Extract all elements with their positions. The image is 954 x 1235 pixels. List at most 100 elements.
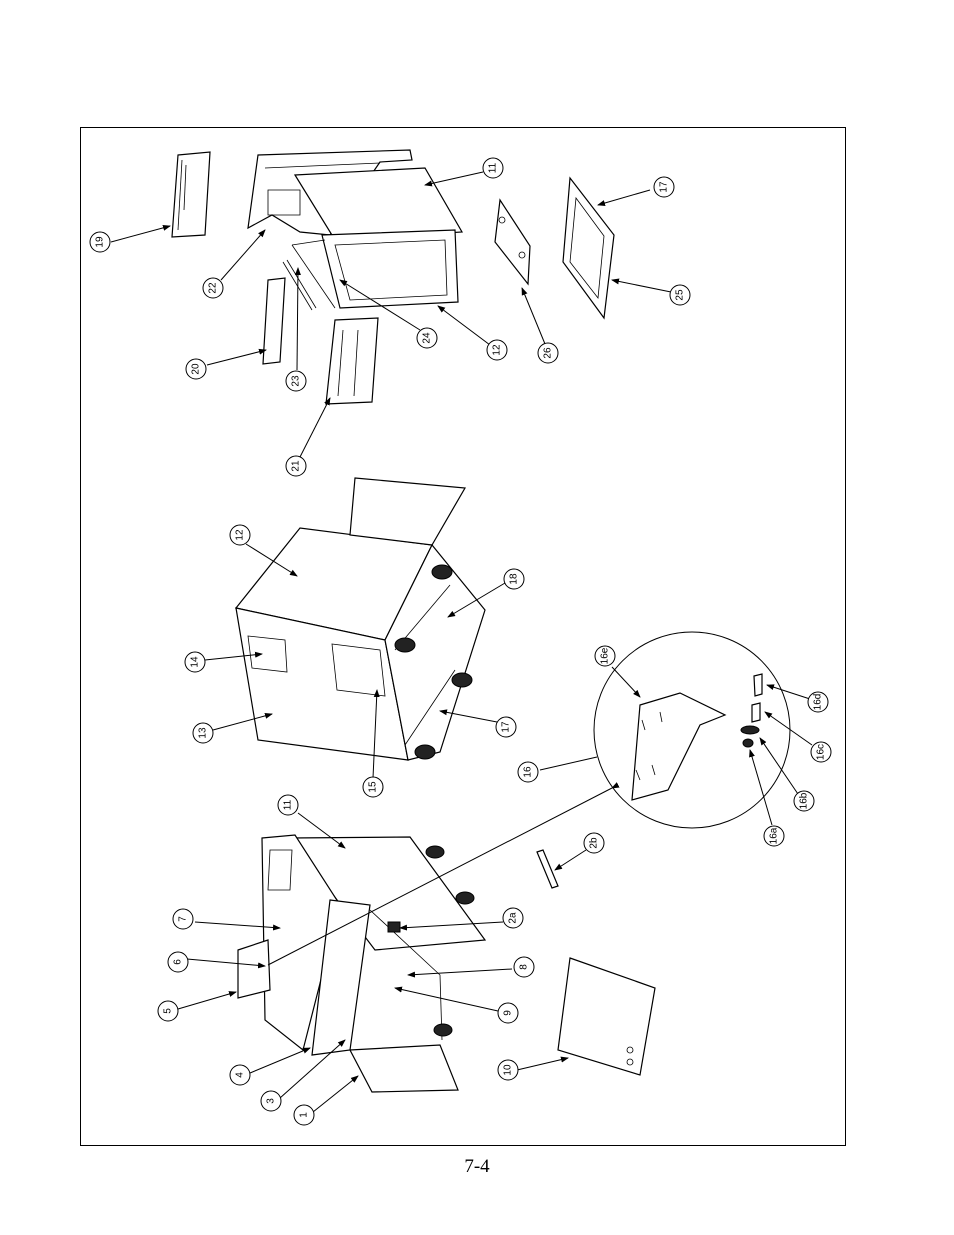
caster-wheel [451,672,473,688]
callout-2b: 2b [583,832,605,854]
page-number: 7-4 [464,1156,490,1177]
part-2b-strip [536,849,559,889]
callout-bubble [517,761,539,783]
caster-wheel [425,845,445,859]
callout-label: 12 [492,344,503,356]
callout-bubble [503,568,525,590]
callout-label: 7 [178,916,189,922]
callout-bubble [260,1090,282,1112]
callout-bubble [482,157,504,179]
callout-bubble [763,825,785,847]
drawing-frame [80,127,846,1146]
callout-label: 16a [769,827,780,844]
callout-bubble [167,951,189,973]
part-26-plate [494,198,531,286]
callout-bubble [285,455,307,477]
part-10-bottom-panel [557,957,656,1076]
callout-16: 16 [517,761,539,783]
callout-label: 22 [208,282,219,294]
callout-label: 16 [523,766,534,778]
callout-17: 17 [653,176,675,198]
callout-bubble [416,327,438,349]
part-21-drawer [325,317,379,405]
callout-label: 18 [509,573,520,585]
detail-view-16 [593,631,791,829]
extension-panel [349,477,466,546]
callout-bubble [285,370,307,392]
part-2a-latch [387,921,401,933]
callout-16a: 16a [763,825,785,847]
callout-bubble [185,358,207,380]
callout-bubble [229,1064,251,1086]
callout-label: 3 [266,1098,277,1104]
callout-bubble [157,1000,179,1022]
callout-label: 9 [503,1010,514,1016]
callout-label: 25 [675,289,686,301]
callout-bubble [202,277,224,299]
caster-wheel [431,564,453,580]
leader-lines [110,171,813,1113]
part-20-side-rail [262,277,286,365]
top-exploded-assembly [171,149,615,405]
callout-11: 11 [482,157,504,179]
part-16e-bracket [631,692,727,801]
callout-label: 4 [235,1072,246,1078]
callout-24: 24 [416,327,438,349]
callout-label: 16c [816,744,827,760]
callout-bubble [653,176,675,198]
callout-bubble [537,342,559,364]
callout-bubble [172,908,194,930]
part-16a-nut [742,738,754,748]
callout-12: 12 [229,524,251,546]
callout-bubble [669,284,691,306]
part-5-end-box [237,939,271,999]
middle-assembly [234,477,486,761]
callout-bubble [497,1002,519,1024]
callout-label: 11 [283,799,294,810]
callout-19: 19 [89,231,111,253]
callout-21: 21 [285,455,307,477]
callout-label: 8 [519,964,530,970]
callout-label: 20 [191,363,202,375]
callout-9: 9 [497,1002,519,1024]
part-16d-bolt [753,673,763,697]
callout-11: 11 [277,794,299,816]
caster-wheel [433,1023,453,1037]
caster-wheel [455,891,475,905]
callout-bubble [594,645,616,667]
callout-label: 5 [163,1008,174,1014]
callout-label: 12 [235,529,246,541]
callout-8: 8 [513,956,535,978]
callout-label: 1 [299,1112,310,1118]
callout-16b: 16b [793,790,815,812]
callout-4: 4 [229,1064,251,1086]
callout-bubble [497,1059,519,1081]
callout-label: 23 [291,375,302,387]
part-17-base-frame [562,176,615,320]
part-12-frame [291,229,459,309]
callout-label: 15 [368,781,379,793]
callout-17: 17 [495,716,517,738]
callouts: 11 17 19 22 20 23 24 12 26 25 21 12 18 1 4 13 15 17 16e 16d… [89,157,832,1126]
callout-16d: 16d [807,691,829,713]
part-19-end-box [171,151,211,238]
part-23-rod [282,259,317,311]
callout-7: 7 [172,908,194,930]
callout-label: 13 [198,727,209,739]
part-1-pullout-shelf [349,1044,459,1093]
callout-5: 5 [157,1000,179,1022]
callout-label: 19 [95,236,106,248]
callout-1: 1 [293,1104,315,1126]
callout-bubble [229,524,251,546]
callout-label: 16b [799,792,810,809]
part-16b-washer [740,725,760,735]
callout-label: 6 [173,959,184,965]
callout-label: 26 [543,347,554,359]
callout-bubble [495,716,517,738]
callout-18: 18 [503,568,525,590]
callout-label: 24 [422,332,433,344]
callout-label: 11 [488,162,499,173]
callout-16e: 16e [594,645,616,667]
callout-6: 6 [167,951,189,973]
callout-16c: 16c [810,741,832,763]
